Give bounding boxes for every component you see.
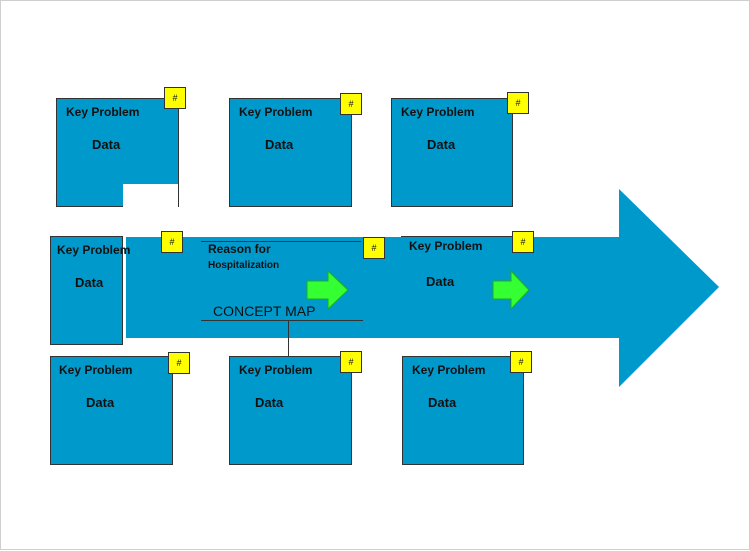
key-problem-box-bottom-middle: Key Problem Data xyxy=(229,356,352,465)
key-problem-box-middle-left: Key Problem Data xyxy=(50,236,130,345)
key-problem-box-bottom-right: Key Problem Data xyxy=(402,356,524,465)
key-problem-title: Key Problem xyxy=(409,239,483,253)
big-arrow xyxy=(126,189,719,387)
connector-line xyxy=(288,320,289,356)
key-problem-data: Data xyxy=(86,395,115,410)
key-problem-title: Key Problem xyxy=(401,105,475,119)
number-badge: # xyxy=(340,93,362,115)
key-problem-title: Key Problem xyxy=(239,363,313,377)
key-problem-box-top-left: Key Problem Data xyxy=(56,98,179,208)
key-problem-title: Key Problem xyxy=(412,363,486,377)
reason-title: Reason for xyxy=(208,242,271,256)
key-problem-data: Data xyxy=(92,137,121,152)
reason-underline xyxy=(201,241,361,242)
key-problem-box-top-right: Key Problem Data xyxy=(391,98,513,207)
key-problem-data: Data xyxy=(75,275,104,290)
number-badge: # xyxy=(363,237,385,259)
concept-map-label: CONCEPT MAP xyxy=(213,303,316,319)
key-problem-data: Data xyxy=(255,395,284,410)
number-badge: # xyxy=(161,231,183,253)
green-arrow-left xyxy=(306,269,349,311)
key-problem-box-bottom-left: Key Problem Data xyxy=(50,356,173,465)
key-problem-box-top-middle: Key Problem Data xyxy=(229,98,352,207)
reason-subtitle: Hospitalization xyxy=(208,260,280,271)
key-problem-title: Key Problem xyxy=(66,105,140,119)
number-badge: # xyxy=(340,351,362,373)
number-badge: # xyxy=(164,87,186,109)
key-problem-data: Data xyxy=(427,137,456,152)
key-problem-box-middle-right: Key Problem Data xyxy=(401,237,523,338)
key-problem-data: Data xyxy=(426,274,455,289)
white-notch xyxy=(123,184,178,208)
key-problem-data: Data xyxy=(265,137,294,152)
number-badge: # xyxy=(168,352,190,374)
number-badge: # xyxy=(510,351,532,373)
concept-map-underline xyxy=(201,320,363,321)
number-badge: # xyxy=(507,92,529,114)
key-problem-title: Key Problem xyxy=(57,243,131,257)
key-problem-title: Key Problem xyxy=(239,105,313,119)
green-arrow-right xyxy=(492,269,530,311)
number-badge: # xyxy=(512,231,534,253)
key-problem-title: Key Problem xyxy=(59,363,133,377)
key-problem-data: Data xyxy=(428,395,457,410)
middle-right-top-line xyxy=(401,236,523,237)
